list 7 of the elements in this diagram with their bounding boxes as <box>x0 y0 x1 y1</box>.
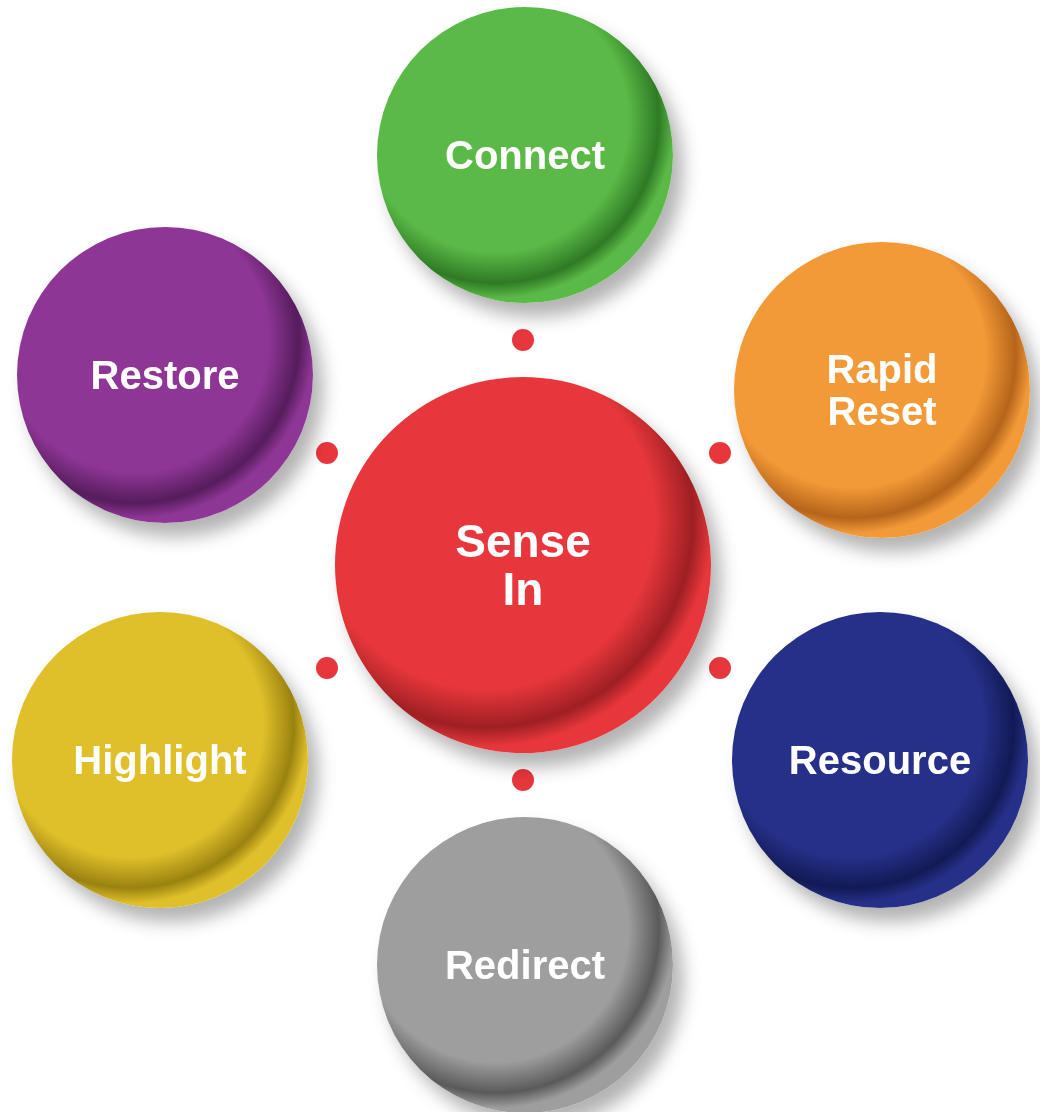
node-label: Sense In <box>454 516 592 614</box>
node-label: Connect <box>444 134 606 176</box>
node-label: Highlight <box>72 739 248 781</box>
node-label: Redirect <box>443 944 607 986</box>
node-label: Resource <box>787 739 973 781</box>
node-label: Rapid Reset <box>825 348 939 432</box>
node-label: Restore <box>89 354 241 396</box>
